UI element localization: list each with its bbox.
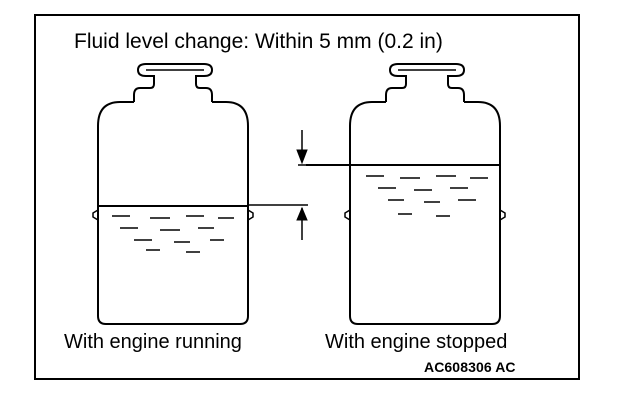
figure-frame <box>34 14 580 380</box>
figure-caption: Fluid level change: Within 5 mm (0.2 in) <box>74 30 443 53</box>
fluid-ripples-running <box>112 215 234 253</box>
label-engine-running: With engine running <box>64 331 242 353</box>
reservoir-stopped-cap <box>385 63 466 102</box>
reservoir-stopped-body <box>349 101 501 325</box>
fluid-ripples-stopped <box>366 175 488 217</box>
down-arrow-icon <box>296 149 308 165</box>
reservoir-stopped <box>306 63 506 325</box>
up-arrow-icon <box>296 206 308 221</box>
level-difference-marker <box>248 130 308 240</box>
reservoir-running-body <box>97 101 249 325</box>
reservoir-running-cap <box>133 63 214 102</box>
label-engine-stopped: With engine stopped <box>325 331 508 353</box>
reservoir-running <box>92 63 254 325</box>
figure-code: AC608306 AC <box>424 359 516 375</box>
